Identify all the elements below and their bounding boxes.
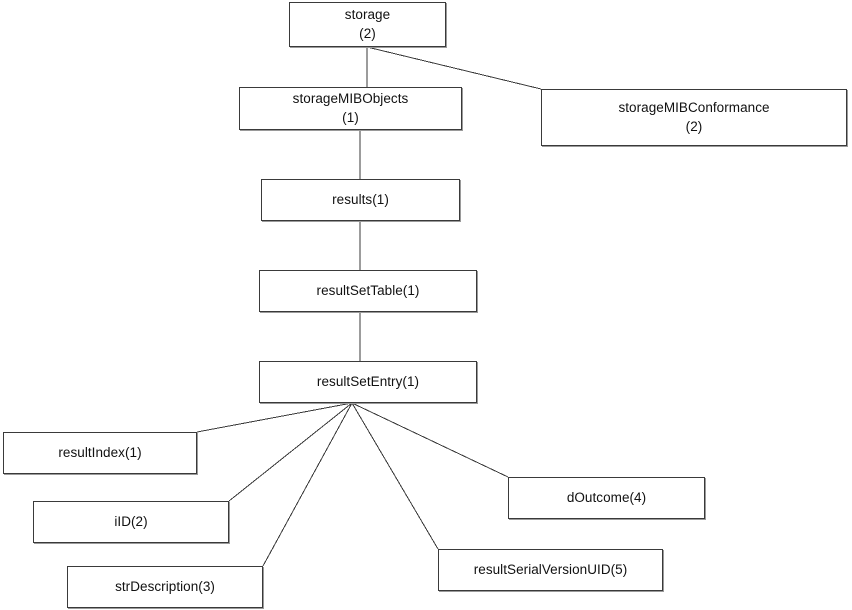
- node-storageMIBObjects[interactable]: storageMIBObjects (1): [239, 87, 462, 130]
- edge-resultSetEntry-to-iID: [228, 402, 353, 502]
- edge-resultSetEntry-to-dOutcome: [351, 402, 509, 478]
- node-storage-index: (2): [359, 26, 376, 41]
- node-resultSetTable-label: resultSetTable(1): [316, 283, 420, 299]
- node-results[interactable]: results(1): [261, 179, 460, 221]
- edge-storage-to-storageMIBConformance: [366, 46, 542, 90]
- node-storageMIBObjects-index: (1): [342, 110, 359, 125]
- edge-resultSetEntry-to-strDescription: [262, 402, 353, 567]
- node-resultSerialVersionUID-label: resultSerialVersionUID(5): [473, 562, 628, 578]
- edge-resultSetEntry-to-resultIndex: [196, 402, 353, 433]
- node-resultSetEntry[interactable]: resultSetEntry(1): [259, 361, 477, 403]
- node-storageMIBConformance-label: storageMIBConformance: [618, 100, 770, 116]
- node-storageMIBObjects-label: storageMIBObjects: [292, 91, 409, 107]
- node-storage-label: storage: [344, 7, 391, 23]
- node-resultSerialVersionUID[interactable]: resultSerialVersionUID(5): [438, 549, 663, 591]
- node-iID[interactable]: iID(2): [33, 501, 229, 543]
- node-resultIndex[interactable]: resultIndex(1): [3, 432, 197, 474]
- node-storageMIBConformance[interactable]: storageMIBConformance (2): [541, 89, 847, 146]
- node-resultIndex-label: resultIndex(1): [58, 445, 142, 461]
- node-resultSetTable[interactable]: resultSetTable(1): [259, 270, 477, 312]
- node-resultSetEntry-label: resultSetEntry(1): [316, 374, 420, 390]
- node-results-label: results(1): [332, 192, 389, 208]
- node-strDescription-label: strDescription(3): [115, 579, 215, 595]
- node-strDescription[interactable]: strDescription(3): [67, 566, 263, 608]
- node-dOutcome-label: dOutcome(4): [566, 490, 647, 506]
- node-storage[interactable]: storage (2): [289, 2, 446, 47]
- node-storageMIBConformance-index: (2): [685, 119, 703, 134]
- edge-resultSetEntry-to-resultSerialVersionUID: [351, 402, 439, 550]
- node-dOutcome[interactable]: dOutcome(4): [508, 477, 705, 519]
- node-iID-label: iID(2): [114, 514, 148, 530]
